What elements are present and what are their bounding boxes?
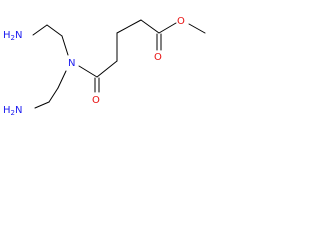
bond-lines xyxy=(32,19,206,109)
atom-label-amide-nitrogen: N xyxy=(68,58,75,69)
bond-c2-top-n xyxy=(61,35,69,56)
bond-c2-c1-bottom xyxy=(48,87,59,103)
bond-chain-4 xyxy=(140,19,160,34)
atom-label-ester-carbonyl-oxygen: O xyxy=(154,52,162,63)
bond-ester-c-oether xyxy=(158,22,177,34)
atom-label-amine-top: H2N xyxy=(3,30,22,42)
bond-oether-methyl xyxy=(188,23,206,34)
atom-label-amine-bottom: H2N xyxy=(3,105,22,117)
bond-c1-c2-top xyxy=(46,24,63,37)
bond-c1-bottom-nh2 xyxy=(34,101,50,109)
bond-n-amide-carbon xyxy=(78,65,98,78)
chemical-structure-diagram: H2N H2N N O O O xyxy=(3,16,206,117)
atom-label-ester-ether-oxygen: O xyxy=(177,16,185,27)
atom-label-amide-oxygen: O xyxy=(92,95,100,106)
bond-nh2-top-c1 xyxy=(32,24,48,36)
bond-chain-3 xyxy=(116,19,142,34)
bond-n-c2-bottom xyxy=(57,70,67,89)
bond-chain-1 xyxy=(96,60,118,78)
